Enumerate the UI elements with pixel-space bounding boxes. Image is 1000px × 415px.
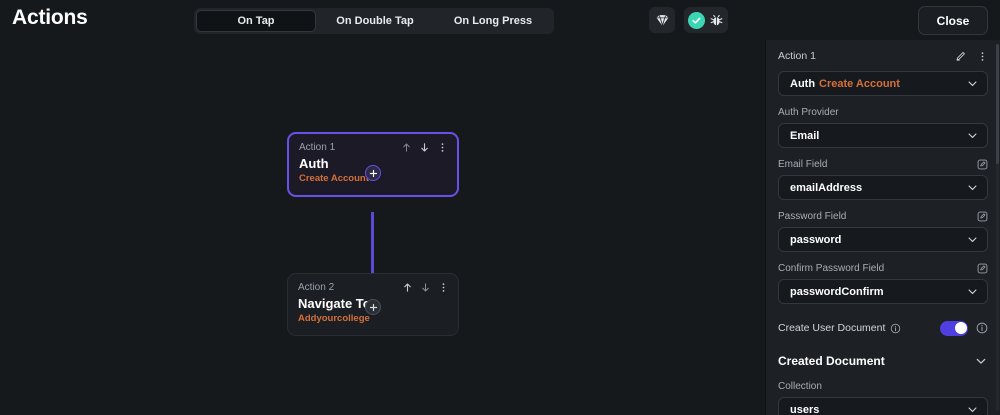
action-node-2[interactable]: Action 2 — [287, 273, 459, 336]
email-field-select[interactable]: emailAddress — [778, 175, 988, 200]
password-field-value: password — [790, 233, 842, 246]
password-field-edit-icon[interactable] — [977, 211, 988, 222]
confirm-password-field-select[interactable]: passwordConfirm — [778, 279, 988, 304]
chevron-down-icon — [966, 181, 979, 194]
move-up-icon[interactable] — [401, 142, 412, 153]
confirm-password-field-label: Confirm Password Field — [778, 262, 885, 274]
move-down-icon[interactable] — [419, 142, 430, 153]
email-field-label-row: Email Field — [778, 157, 988, 171]
gem-icon — [655, 13, 670, 28]
email-field-edit-icon[interactable] — [977, 159, 988, 170]
create-user-document-label: Create User Document — [778, 322, 886, 334]
chevron-down-icon — [966, 285, 979, 298]
chevron-down-icon[interactable] — [974, 354, 988, 368]
action-node-1-title: Auth — [299, 156, 329, 171]
auth-provider-label: Auth Provider — [778, 106, 839, 118]
auth-provider-label-row: Auth Provider — [778, 105, 988, 119]
action-node-1-controls — [401, 142, 448, 153]
action-type-bold: Auth — [790, 77, 816, 90]
action-node-2-index: Action 2 — [298, 282, 335, 293]
chevron-down-icon — [966, 77, 979, 90]
create-user-document-row: Create User Document — [778, 318, 988, 338]
close-button[interactable]: Close — [918, 6, 988, 35]
action-node-2-header: Action 2 — [288, 274, 458, 293]
node-connector — [371, 212, 374, 290]
action-node-1-header: Action 1 — [289, 134, 457, 153]
email-field-value: emailAddress — [790, 181, 863, 194]
tab-on-tap[interactable]: On Tap — [196, 10, 316, 32]
action-node-1-index: Action 1 — [299, 142, 336, 153]
edit-pencil-icon[interactable] — [955, 50, 967, 62]
chevron-down-icon — [966, 403, 979, 415]
panel-header-actions — [955, 50, 988, 62]
action-node-2-title: Navigate To — [298, 296, 371, 311]
add-action-button-after-2[interactable] — [365, 299, 381, 315]
toggle-knob — [954, 322, 967, 334]
validate-debug-group — [684, 7, 728, 33]
confirm-password-field-label-row: Confirm Password Field — [778, 261, 988, 275]
panel-scrollbar-thumb[interactable] — [996, 44, 999, 164]
page-title: Actions — [12, 6, 88, 29]
create-user-document-right — [940, 320, 988, 336]
chevron-down-icon — [966, 233, 979, 246]
bug-icon[interactable] — [709, 13, 724, 28]
action-node-1-menu-icon[interactable] — [437, 142, 448, 153]
created-document-title: Created Document — [778, 354, 885, 368]
panel-header: Action 1 — [778, 45, 988, 67]
action-properties-panel: Action 1 — [765, 40, 1000, 415]
top-bar: Actions R Button On Tap On Double Tap On… — [0, 0, 1000, 62]
tab-on-double-tap[interactable]: On Double Tap — [336, 15, 414, 27]
collection-label: Collection — [778, 380, 822, 392]
collection-select[interactable]: users — [778, 397, 988, 415]
create-user-document-left: Create User Document — [778, 322, 901, 334]
email-field-label: Email Field — [778, 158, 828, 170]
panel-action-label: Action 1 — [778, 50, 816, 62]
action-node-2-controls — [402, 282, 449, 293]
check-circle-icon[interactable] — [688, 11, 705, 29]
confirm-password-field-value: passwordConfirm — [790, 285, 884, 298]
info-icon[interactable] — [890, 323, 901, 334]
collection-value: users — [790, 403, 820, 415]
password-field-label-row: Password Field — [778, 209, 988, 223]
trigger-tab-group: On Tap On Double Tap On Long Press — [194, 8, 554, 34]
info-icon[interactable] — [976, 322, 988, 334]
auth-provider-value: Email — [790, 129, 820, 142]
create-user-document-toggle[interactable] — [940, 320, 968, 336]
gem-icon-button[interactable] — [649, 7, 675, 33]
action-node-2-menu-icon[interactable] — [438, 282, 449, 293]
panel-menu-icon[interactable] — [977, 51, 988, 62]
tab-on-long-press[interactable]: On Long Press — [453, 15, 533, 27]
password-field-label: Password Field — [778, 210, 847, 222]
confirm-password-field-edit-icon[interactable] — [977, 263, 988, 274]
action-node-2-subtitle: Addyourcollege — [298, 313, 370, 324]
actions-flow-canvas[interactable]: Action 1 — [0, 40, 765, 415]
password-field-select[interactable]: password — [778, 227, 988, 252]
action-node-1[interactable]: Action 1 — [287, 132, 459, 197]
move-down-icon[interactable] — [420, 282, 431, 293]
created-document-section-header[interactable]: Created Document — [778, 352, 988, 370]
auth-provider-select[interactable]: Email — [778, 123, 988, 148]
collection-label-row: Collection — [778, 379, 988, 393]
add-action-button-after-1[interactable] — [365, 165, 381, 181]
chevron-down-icon — [966, 129, 979, 142]
action-type-accent: Create Account — [819, 77, 900, 90]
panel-scrollbar-track[interactable] — [996, 44, 999, 411]
action-node-1-subtitle: Create Account — [299, 173, 369, 184]
move-up-icon[interactable] — [402, 282, 413, 293]
